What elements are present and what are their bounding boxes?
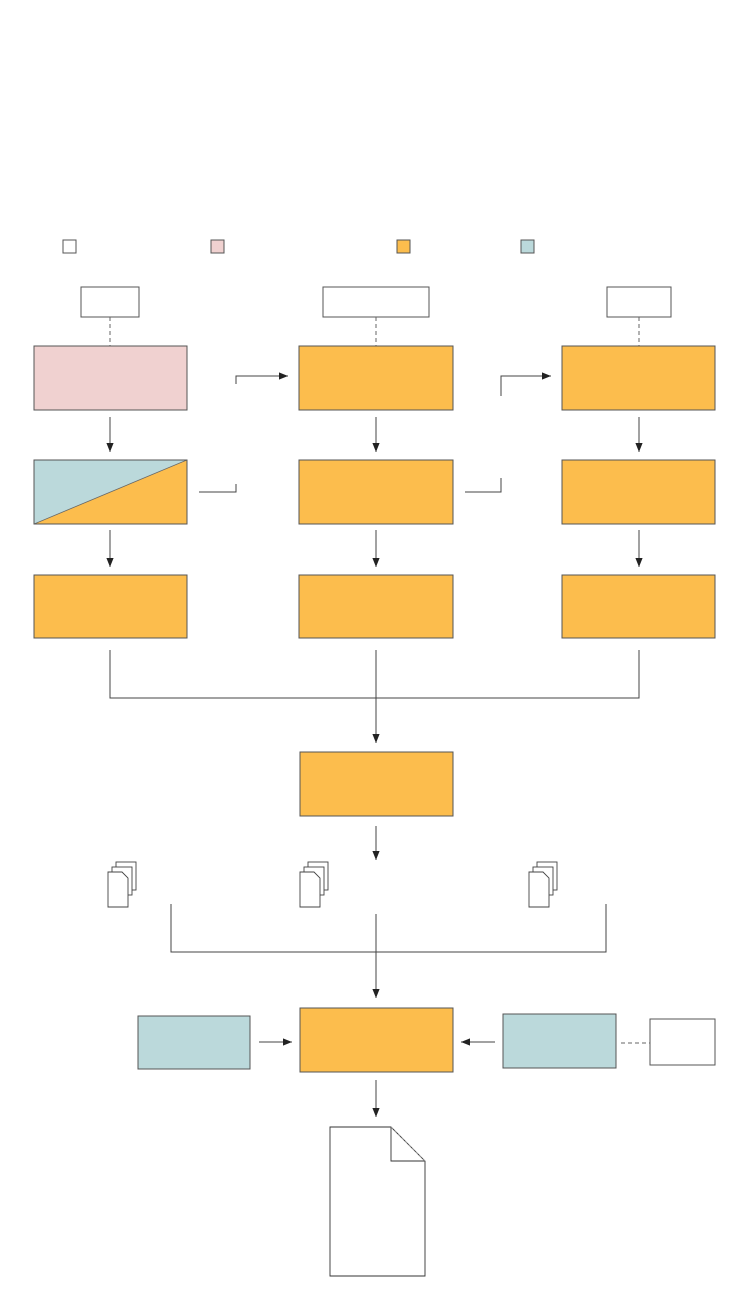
top-label-box-3 [606,286,672,318]
legend [62,239,535,254]
document-stack-icon-1 [107,861,137,908]
column-1-step-2 [33,459,188,525]
legend-swatch-white [62,239,77,254]
left-input-box [137,1015,251,1070]
final-box [299,1007,454,1073]
top-label-box-2 [322,286,430,318]
right-input-box [502,1013,617,1069]
legend-swatch-teal [520,239,535,254]
column-1-step-3 [33,574,188,639]
right-external-box [649,1018,716,1066]
column-3-step-1 [561,345,716,411]
legend-swatch-pink [210,239,225,254]
document-stack-icon-2 [299,861,329,908]
column-2-step-2 [298,459,454,525]
top-label-box-1 [80,286,140,318]
output-document-icon [329,1126,426,1277]
column-2-step-1 [298,345,454,411]
column-3-step-2 [561,459,716,525]
column-2-step-3 [298,574,454,639]
legend-swatch-orange [396,239,411,254]
column-3-step-3 [561,574,716,639]
merge-box [299,751,454,817]
document-stack-icon-3 [528,861,558,908]
column-1-step-1 [33,345,188,411]
